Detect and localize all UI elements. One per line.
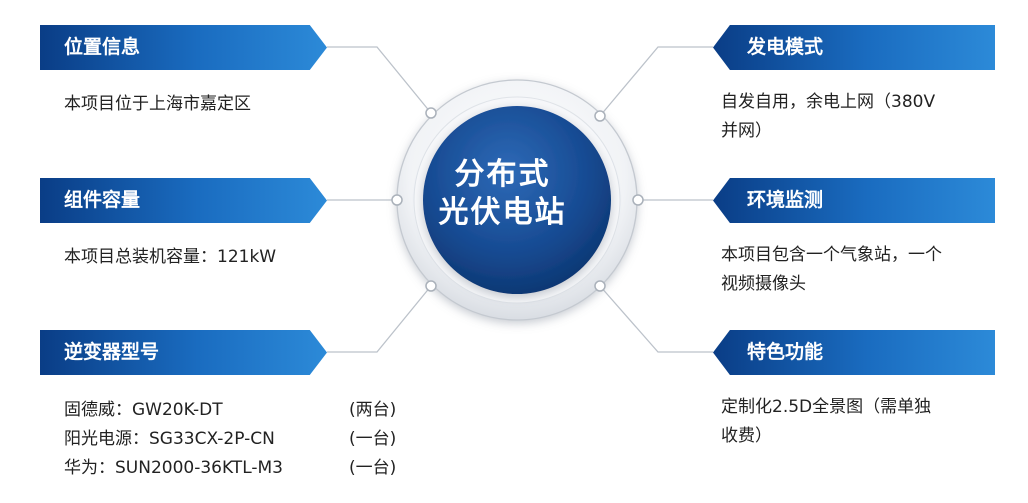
inverter-row: 阳光电源：SG33CX-2P-CN (一台) bbox=[64, 425, 396, 454]
inverter-model: 阳光电源：SG33CX-2P-CN bbox=[64, 429, 275, 449]
monitor-desc-line: 视频摄像头 bbox=[721, 274, 806, 294]
inverter-model: 固德威：GW20K-DT bbox=[64, 400, 223, 420]
location-desc: 本项目位于上海市嘉定区 bbox=[64, 94, 251, 114]
feature-desc: 定制化2.5D全景图（需单独 收费） bbox=[721, 393, 931, 451]
connector-line-mode bbox=[599, 46, 713, 117]
banner-feature-label: 特色功能 bbox=[747, 341, 824, 363]
banner-capacity-label: 组件容量 bbox=[64, 189, 141, 211]
banner-feature: 特色功能 bbox=[713, 330, 995, 375]
center-title-line2: 光伏电站 bbox=[438, 195, 567, 230]
center-title: 分布式 光伏电站 bbox=[410, 156, 595, 232]
banner-monitor: 环境监测 bbox=[713, 178, 995, 223]
inverter-count: (两台) bbox=[349, 400, 397, 420]
connector-line-inverter bbox=[327, 285, 432, 353]
center-title-line1: 分布式 bbox=[454, 157, 551, 192]
connector-dot-monitor bbox=[632, 194, 644, 206]
monitor-desc: 本项目包含一个气象站，一个 视频摄像头 bbox=[721, 241, 942, 299]
connector-line-feature bbox=[599, 285, 713, 353]
inverter-count: (一台) bbox=[349, 429, 397, 449]
feature-desc-line: 收费） bbox=[721, 426, 772, 446]
banner-location-label: 位置信息 bbox=[64, 36, 141, 58]
mode-desc-line: 自发自用，余电上网（380V bbox=[721, 92, 936, 112]
monitor-desc-line: 本项目包含一个气象站，一个 bbox=[721, 245, 942, 265]
capacity-desc: 本项目总装机容量：121kW bbox=[64, 247, 277, 267]
inverter-row: 固德威：GW20K-DT (两台) bbox=[64, 396, 396, 425]
feature-desc-line: 定制化2.5D全景图（需单独 bbox=[721, 397, 932, 417]
inverter-model: 华为：SUN2000-36KTL-M3 bbox=[64, 458, 283, 478]
banner-monitor-label: 环境监测 bbox=[747, 189, 824, 211]
connector-dot-mode bbox=[594, 110, 606, 122]
banner-inverter: 逆变器型号 bbox=[40, 330, 327, 375]
banner-mode: 发电模式 bbox=[713, 25, 995, 70]
inverter-count: (一台) bbox=[349, 458, 397, 478]
connector-dot-location bbox=[425, 107, 437, 119]
inverter-row: 华为：SUN2000-36KTL-M3 (一台) bbox=[64, 454, 396, 483]
mode-desc: 自发自用，余电上网（380V 并网） bbox=[721, 88, 935, 146]
banner-location: 位置信息 bbox=[40, 25, 327, 70]
banner-mode-label: 发电模式 bbox=[747, 36, 824, 58]
connector-dot-inverter bbox=[425, 280, 437, 292]
banner-capacity: 组件容量 bbox=[40, 178, 327, 223]
connector-line-location bbox=[327, 46, 432, 114]
center-core bbox=[423, 106, 611, 294]
mode-desc-line: 并网） bbox=[721, 121, 772, 141]
connector-dot-capacity bbox=[391, 194, 403, 206]
connector-dot-feature bbox=[594, 280, 606, 292]
banner-inverter-label: 逆变器型号 bbox=[64, 341, 160, 363]
